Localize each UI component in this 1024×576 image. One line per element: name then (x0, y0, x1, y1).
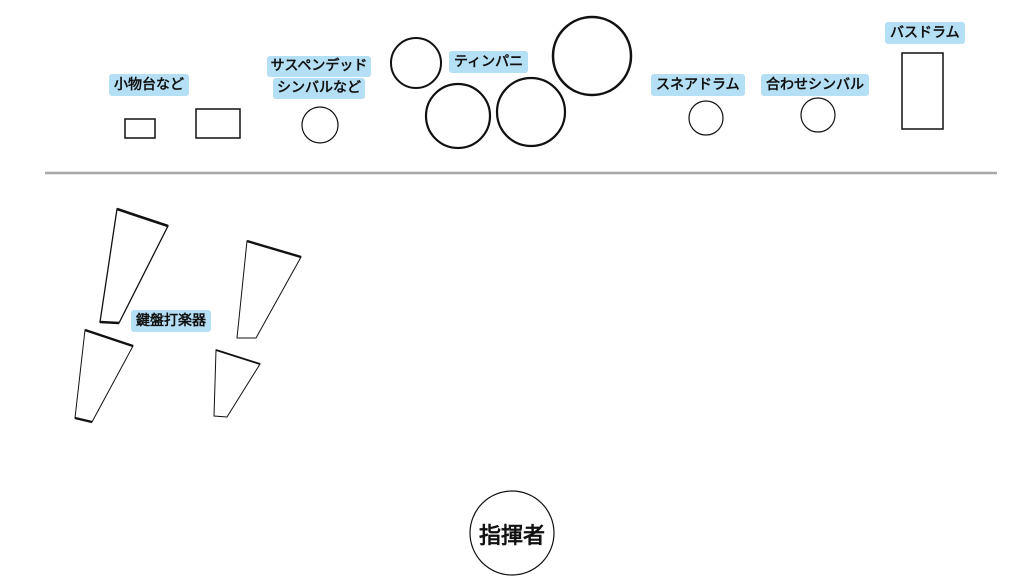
label-small-instruments: 小物台など (109, 74, 189, 96)
keyboard-instrument-3-edge (84, 328, 134, 348)
small-table-right (195, 108, 241, 139)
timpani-large (551, 15, 633, 97)
timpani-left (424, 82, 492, 150)
bass-drum-rect (901, 52, 944, 130)
keyboard-instrument-4 (213, 349, 261, 418)
snare-drum-circle (688, 100, 724, 136)
timpani-small (390, 37, 442, 89)
label-crash-cymbals: 合わせシンバル (761, 74, 869, 96)
keyboard-instrument-4-edge (215, 349, 261, 365)
label-keyboard-percussion: 鍵盤打楽器 (131, 310, 211, 332)
keyboard-instrument-2 (236, 240, 302, 339)
conductor-circle (469, 490, 555, 576)
label-conductor: 指揮者 (478, 524, 545, 549)
label-suspended-cymbal: サスペンデッド シンバルなど (262, 55, 376, 99)
keyboard-instrument-3-back (74, 416, 93, 424)
label-suspended-cymbal-line1: サスペンデッド (266, 56, 372, 77)
label-bass-drum: バスドラム (885, 22, 965, 44)
keyboard-instrument-2-edge (246, 239, 302, 259)
small-table-left (124, 118, 156, 139)
keyboard-instrument-1-edge (116, 207, 169, 228)
keyboard-instrument-1-back (99, 320, 120, 325)
label-suspended-cymbal-line2: シンバルなど (273, 78, 365, 99)
label-timpani: ティンパニ (449, 51, 529, 73)
suspended-cymbal-circle (301, 106, 339, 144)
crash-cymbals-circle (800, 97, 836, 133)
keyboard-instrument-1 (99, 208, 169, 324)
timpani-center (495, 76, 567, 148)
label-snare-drum: スネアドラム (651, 74, 745, 96)
